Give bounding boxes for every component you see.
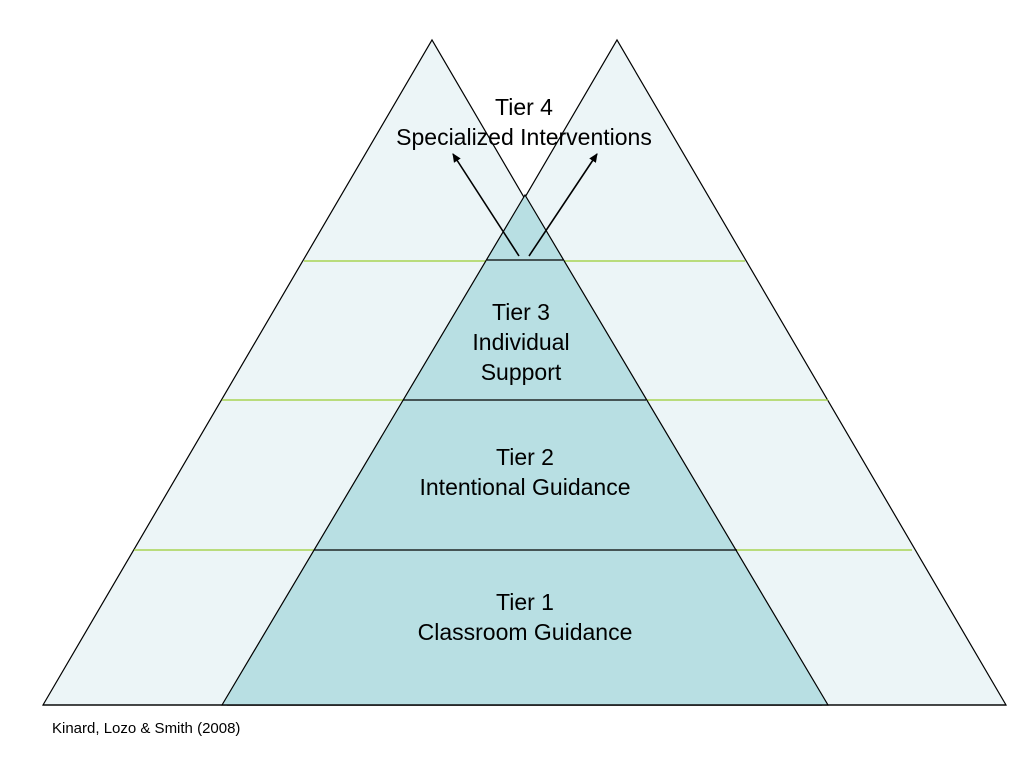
tier-1-title: Tier 1 <box>496 589 554 615</box>
tier-3-subtitle-line-2: Support <box>480 359 562 385</box>
tier-2-label: Tier 2 Intentional Guidance <box>375 442 675 502</box>
tier-3-label: Tier 3 Individual Support <box>421 297 621 387</box>
citation: Kinard, Lozo & Smith (2008) <box>52 720 241 737</box>
tier-1-subtitle: Classroom Guidance <box>417 619 633 645</box>
tier-4-label: Tier 4 Specialized Interventions <box>374 92 674 152</box>
tier-2-title: Tier 2 <box>496 444 554 470</box>
arrow-to-tier4-left <box>452 153 520 257</box>
tier-4-subtitle: Specialized Interventions <box>396 124 652 150</box>
tier-1-label: Tier 1 Classroom Guidance <box>375 587 675 647</box>
tier-3-title: Tier 3 <box>492 299 550 325</box>
tier-4-title: Tier 4 <box>495 94 553 120</box>
tier-2-subtitle: Intentional Guidance <box>419 474 631 500</box>
tier-3-subtitle-line-1: Individual <box>472 329 570 355</box>
arrow-to-tier4-right <box>528 153 598 257</box>
